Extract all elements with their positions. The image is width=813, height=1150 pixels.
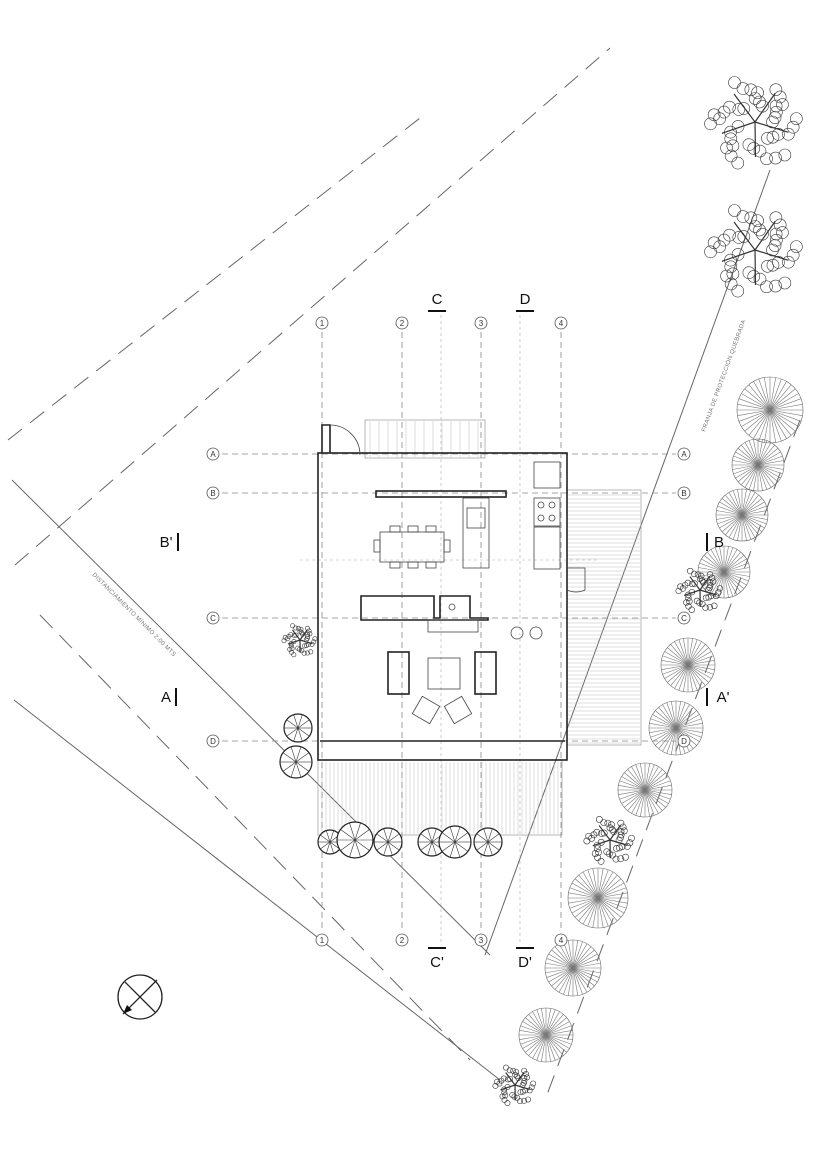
- grid-bubble-row-D-right: D: [677, 734, 691, 748]
- grid-bubble-row-B-left-label: B: [210, 489, 215, 498]
- tree-icon: [583, 816, 635, 865]
- setback-annotation: DISTANCIAMIENTO MÍNIMO 2.00 MTS: [91, 571, 178, 658]
- grid-bubble-row-D-right-label: D: [681, 737, 687, 746]
- grid-bubble-col-2-bottom: 2: [395, 933, 409, 947]
- tree-icon: [704, 76, 803, 170]
- grid-bubble-col-1-top: 1: [315, 316, 329, 330]
- tree-icon: [518, 1007, 574, 1063]
- grid-bubble-col-3-top-label: 3: [479, 319, 484, 328]
- tree-icon: [736, 376, 804, 444]
- tree-icon: [704, 204, 803, 298]
- grid-bubble-col-2-top: 2: [395, 316, 409, 330]
- tree-icon: [544, 939, 602, 997]
- protection-strip-annotation: FRANJA DE PROTECCIÓN QUEBRADA: [700, 319, 747, 433]
- tree-icon: [417, 827, 447, 857]
- grid-bubble-row-B-right: B: [677, 486, 691, 500]
- grid-bubble-col-4-top: 4: [554, 316, 568, 330]
- tree-icon: [438, 825, 472, 859]
- tree-icon: [283, 713, 313, 743]
- tree-icon: [660, 637, 716, 693]
- grid-bubble-row-C-right: C: [677, 611, 691, 625]
- grid-bubble-col-4-bottom: 4: [554, 933, 568, 947]
- grid-bubble-col-2-bottom-label: 2: [400, 936, 405, 945]
- tree-icon: [373, 827, 403, 857]
- tree-icon: [336, 821, 374, 859]
- grid-bubble-col-3-bottom-label: 3: [479, 936, 484, 945]
- grid-bubble-col-1-bottom: 1: [315, 933, 329, 947]
- tree-icon: [617, 762, 673, 818]
- grid-bubble-row-A-right: A: [677, 447, 691, 461]
- deck: [317, 419, 642, 836]
- grid-bubble-row-A-left: A: [206, 447, 220, 461]
- section-label-c-top: C: [432, 291, 443, 308]
- grid-bubble-col-1-top-label: 1: [320, 319, 325, 328]
- north-arrow-icon: [117, 974, 163, 1020]
- grid-bubble-col-3-bottom: 3: [474, 933, 488, 947]
- section-label-a-right: A': [717, 689, 730, 706]
- tree-icon: [281, 623, 318, 658]
- grid-bubble-row-B-left: B: [206, 486, 220, 500]
- tree-icon: [492, 1064, 537, 1106]
- tree-icon: [731, 438, 785, 492]
- tree-icon: [279, 745, 313, 779]
- grid-bubble-row-C-left: C: [206, 611, 220, 625]
- grid-bubble-row-C-left-label: C: [210, 614, 216, 623]
- section-label-b-right: B: [714, 534, 724, 551]
- grid-bubble-col-1-bottom-label: 1: [320, 936, 325, 945]
- grid-bubble-col-2-top-label: 2: [400, 319, 405, 328]
- section-label-d-bottom: D': [518, 954, 532, 971]
- grid-bubble-col-4-top-label: 4: [559, 319, 564, 328]
- tree-icon: [715, 488, 769, 542]
- house-floor-plan: [317, 424, 586, 761]
- tree-icon: [567, 867, 629, 929]
- grid-bubble-row-B-right-label: B: [681, 489, 686, 498]
- section-label-d-top: D: [520, 291, 531, 308]
- section-markers: C D C' D' B' A B A': [160, 291, 730, 971]
- grid-bubble-row-A-right-label: A: [681, 450, 687, 459]
- grid-bubble-col-4-bottom-label: 4: [559, 936, 564, 945]
- grid-bubble-col-3-top: 3: [474, 316, 488, 330]
- grid-bubble-row-C-right-label: C: [681, 614, 687, 623]
- tree-icon: [473, 827, 503, 857]
- trees: [279, 76, 804, 1106]
- tree-icon: [675, 567, 724, 613]
- grid-bubble-row-D-left: D: [206, 734, 220, 748]
- section-label-c-bottom: C': [430, 954, 444, 971]
- grid-bubble-row-D-left-label: D: [210, 737, 216, 746]
- section-label-a-left: A: [161, 689, 171, 706]
- section-label-b-left: B': [160, 534, 173, 551]
- grid-bubble-row-A-left-label: A: [210, 450, 216, 459]
- tree-icon: [648, 700, 704, 756]
